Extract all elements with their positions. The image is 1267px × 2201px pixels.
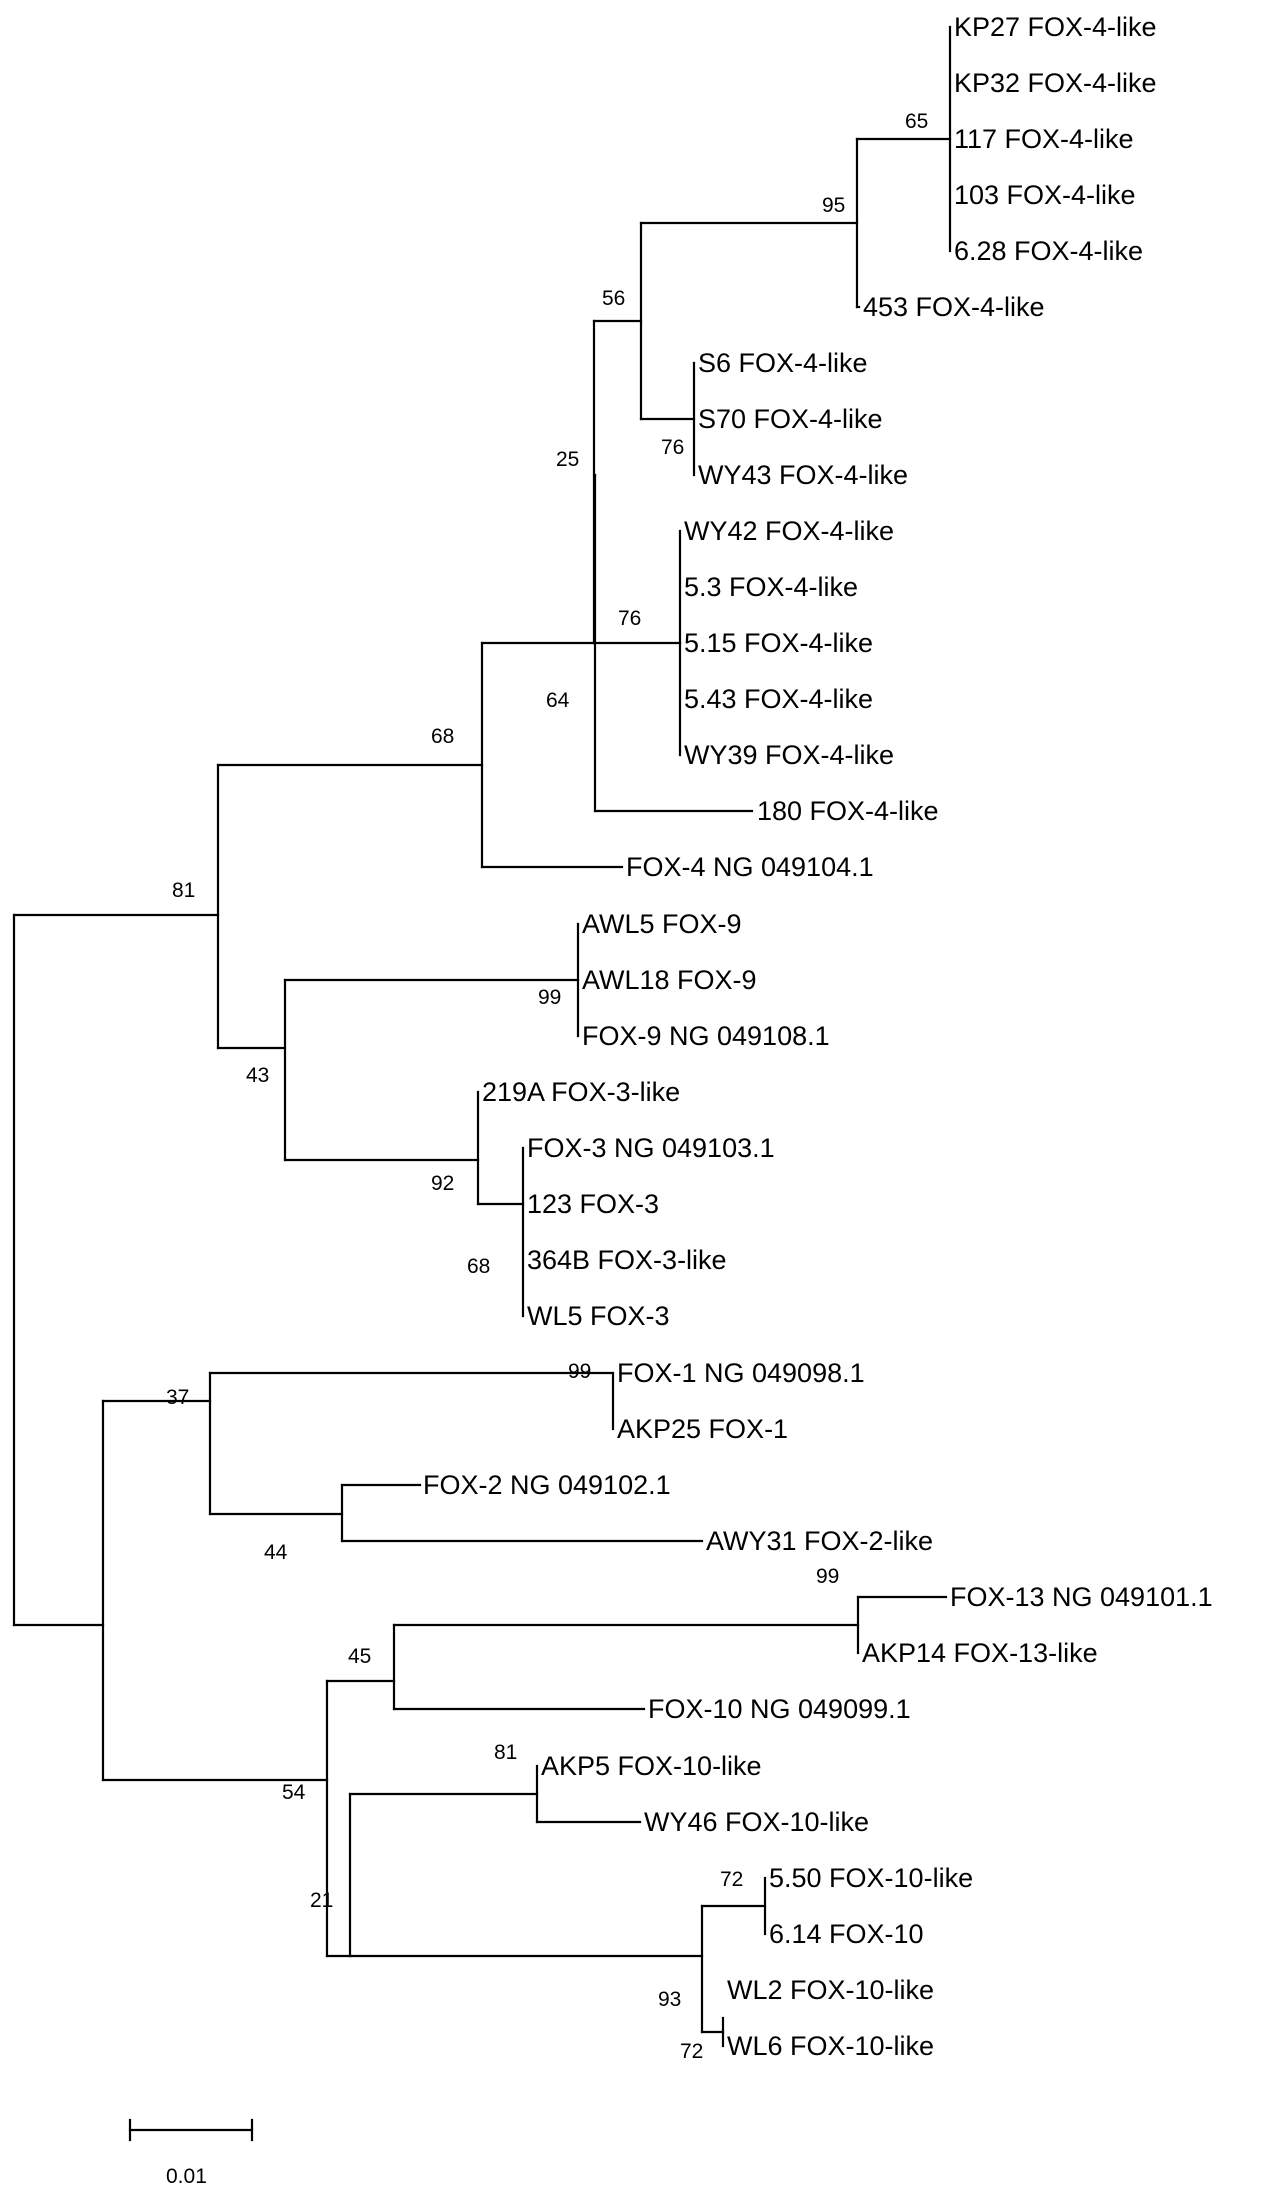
bootstrap-value: 81 bbox=[494, 1741, 517, 1764]
leaf-label: S6 FOX-4-like bbox=[698, 348, 868, 378]
leaf-label: FOX-2 NG 049102.1 bbox=[423, 1470, 671, 1500]
scale-bar: 0.01 bbox=[128, 2118, 254, 2188]
bootstrap-value: 37 bbox=[166, 1386, 189, 1409]
bootstrap-value: 99 bbox=[538, 986, 561, 1009]
leaf-label: KP32 FOX-4-like bbox=[954, 68, 1157, 98]
bootstrap-value: 65 bbox=[905, 110, 928, 133]
bootstrap-value: 95 bbox=[822, 194, 845, 217]
leaf-label: 5.43 FOX-4-like bbox=[684, 684, 873, 714]
bootstrap-value: 64 bbox=[546, 689, 570, 712]
bootstrap-value: 99 bbox=[568, 1360, 591, 1383]
leaf-label: WL6 FOX-10-like bbox=[727, 2031, 934, 2061]
leaf-label: 5.3 FOX-4-like bbox=[684, 572, 858, 602]
leaf-label: FOX-10 NG 049099.1 bbox=[648, 1694, 911, 1724]
leaf-label: WY46 FOX-10-like bbox=[644, 1807, 869, 1837]
leaf-label: AWY31 FOX-2-like bbox=[706, 1526, 933, 1556]
bootstrap-value: 68 bbox=[431, 725, 454, 748]
leaf-label: 5.15 FOX-4-like bbox=[684, 628, 873, 658]
leaf-label: WL2 FOX-10-like bbox=[727, 1975, 934, 2005]
leaf-label: AKP14 FOX-13-like bbox=[862, 1638, 1098, 1668]
leaf-label: FOX-3 NG 049103.1 bbox=[527, 1133, 775, 1163]
leaf-label: FOX-4 NG 049104.1 bbox=[626, 852, 874, 882]
leaf-label: KP27 FOX-4-like bbox=[954, 12, 1157, 42]
leaf-label: 180 FOX-4-like bbox=[757, 796, 939, 826]
leaf-label: FOX-9 NG 049108.1 bbox=[582, 1021, 830, 1051]
leaf-label: WY39 FOX-4-like bbox=[684, 740, 894, 770]
bootstrap-value: 92 bbox=[431, 1172, 454, 1195]
leaf-label: S70 FOX-4-like bbox=[698, 404, 883, 434]
bootstrap-value: 43 bbox=[246, 1064, 269, 1087]
bootstrap-value: 76 bbox=[618, 607, 641, 630]
bootstrap-value: 68 bbox=[467, 1255, 490, 1278]
leaf-label: 6.28 FOX-4-like bbox=[954, 236, 1143, 266]
leaf-label: AKP25 FOX-1 bbox=[617, 1414, 788, 1444]
leaf-label: 6.14 FOX-10 bbox=[769, 1919, 924, 1949]
leaf-label: AWL18 FOX-9 bbox=[582, 965, 757, 995]
leaf-label: 364B FOX-3-like bbox=[527, 1245, 727, 1275]
bootstrap-value: 56 bbox=[602, 287, 625, 310]
bootstrap-value: 45 bbox=[348, 1645, 371, 1668]
bootstrap-value: 81 bbox=[172, 879, 195, 902]
leaf-label: FOX-1 NG 049098.1 bbox=[617, 1358, 865, 1388]
scale-bar-label: 0.01 bbox=[166, 2165, 207, 2188]
leaf-label: WL5 FOX-3 bbox=[527, 1301, 670, 1331]
leaf-label: FOX-13 NG 049101.1 bbox=[950, 1582, 1213, 1612]
bootstrap-value: 21 bbox=[310, 1889, 333, 1912]
leaf-label: WY43 FOX-4-like bbox=[698, 460, 908, 490]
bootstrap-value: 54 bbox=[282, 1781, 306, 1804]
bootstrap-value: 44 bbox=[264, 1541, 288, 1564]
leaf-label: AWL5 FOX-9 bbox=[582, 909, 742, 939]
leaf-label: 219A FOX-3-like bbox=[482, 1077, 680, 1107]
leaf-label: 103 FOX-4-like bbox=[954, 180, 1136, 210]
bootstrap-value: 76 bbox=[661, 436, 684, 459]
leaf-label: AKP5 FOX-10-like bbox=[541, 1751, 762, 1781]
bootstrap-value: 99 bbox=[816, 1565, 839, 1588]
leaf-label: 5.50 FOX-10-like bbox=[769, 1863, 973, 1893]
bootstrap-value: 72 bbox=[720, 1868, 743, 1891]
leaf-label: WY42 FOX-4-like bbox=[684, 516, 894, 546]
leaf-label: 117 FOX-4-like bbox=[954, 124, 1134, 154]
bootstrap-value: 93 bbox=[658, 1988, 681, 2011]
bootstrap-value: 25 bbox=[556, 448, 579, 471]
leaf-label: 123 FOX-3 bbox=[527, 1189, 659, 1219]
bootstrap-value: 72 bbox=[680, 2040, 703, 2063]
leaf-label: 453 FOX-4-like bbox=[863, 292, 1045, 322]
